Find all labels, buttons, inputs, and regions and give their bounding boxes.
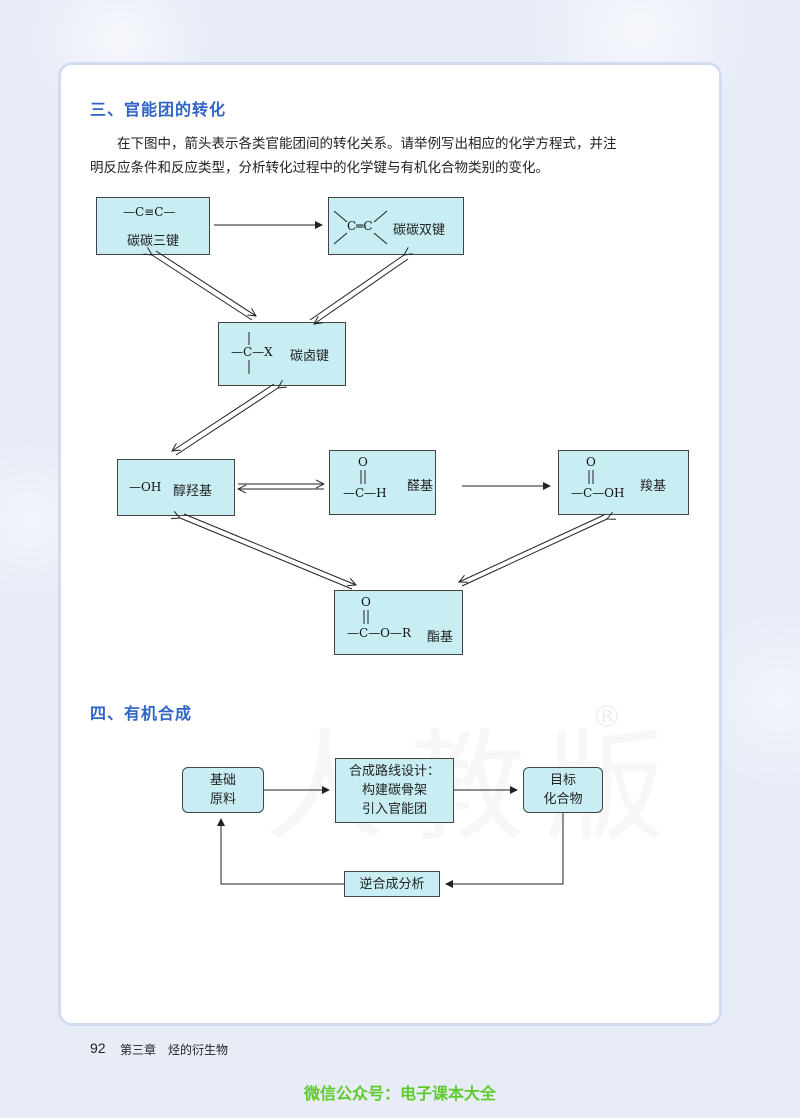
bond-line [373,232,388,245]
bond-line [333,232,348,245]
arrow-triple-to-halide [155,250,256,316]
box-raw-material [182,767,264,813]
arrow-carboxyl-to-ester [459,514,605,582]
arrow-retro-to-raw [217,818,344,885]
design-line-2: 构建碳骨架 [361,783,427,798]
arrow-double-to-halide [314,258,409,324]
arrow-halide-to-alcohol [172,383,275,451]
section3-paragraph: 在下图中，箭头表示各类官能团间的转化关系。请举例写出相应的化学方程式，并注 明反… [90,132,710,180]
label-retro-analysis: 逆合成分析 [359,877,425,892]
bond-line [373,210,388,223]
ester-oxygen: O [361,595,371,609]
box-carboxyl [558,450,689,515]
arrow-ester-to-alcohol [180,518,353,590]
formula-carboxyl: —C—OH [571,486,625,500]
formula-ester: —C—O—R [347,626,412,640]
arrow-alcohol-to-halide [175,388,278,456]
label-triple: 碳碳三键 [127,234,180,249]
section4-title: 四、有机合成 [90,704,193,723]
formula-aldehyde: —C—H [343,486,387,500]
registered-mark: ® [592,700,622,735]
formula-halide: —C—X [231,345,273,359]
label-aldehyde: 醛基 [407,479,434,494]
wechat-banner: 微信公众号：电子课本大全 [303,1084,496,1103]
formula-triple: —C≡C— [123,205,176,219]
box-route-design [335,758,454,823]
label-carboxyl: 羧基 [640,479,667,494]
box-aldehyde [329,450,436,515]
carboxyl-oxygen: O [586,455,596,469]
label-halide: 碳卤键 [290,349,330,364]
para-line-2: 明反应条件和反应类型，分析转化过程中的化学键与有机化合物类别的变化。 [90,160,549,176]
target-line-2: 化合物 [543,792,583,807]
label-double: 碳碳双键 [393,223,446,238]
label-target-compound: 目标 化合物 [523,771,603,809]
chapter-title: 第三章 烃的衍生物 [120,1043,229,1057]
formula-alcohol: —OH [129,480,162,494]
page-number: 92 [90,1040,106,1056]
arrow-target-to-retro [445,813,564,888]
arrow-ester-to-carboxyl [461,519,607,587]
box-alcohol [117,459,235,516]
para-line-1: 在下图中，箭头表示各类官能团间的转化关系。请举例写出相应的化学方程式，并注 [117,136,617,152]
label-ester: 酯基 [427,630,454,645]
box-ester [334,590,463,655]
design-line-1: 合成路线设计： [348,764,440,779]
arrow-halide-to-double [309,255,404,321]
arrow-alcohol-to-ester [183,513,356,585]
box-triple-bond [96,197,210,255]
label-alcohol: 醇羟基 [173,484,213,499]
target-line-1: 目标 [549,773,576,788]
box-target-compound [523,767,603,813]
raw-line-2: 原料 [209,792,236,807]
box-retro-analysis [344,871,440,897]
raw-line-1: 基础 [209,773,236,788]
bond-line [333,210,348,223]
box-halide [218,322,346,386]
formula-double: C═C [347,219,373,233]
section3-title: 三、官能团的转化 [90,100,227,119]
aldehyde-oxygen: O [358,455,368,469]
box-double-bond [328,197,464,255]
design-line-3: 引入官能团 [361,802,427,817]
label-raw-material: 基础 原料 [182,771,264,809]
label-route-design: 合成路线设计： 构建碳骨架 引入官能团 [335,762,454,819]
arrow-halide-to-triple [152,255,253,321]
